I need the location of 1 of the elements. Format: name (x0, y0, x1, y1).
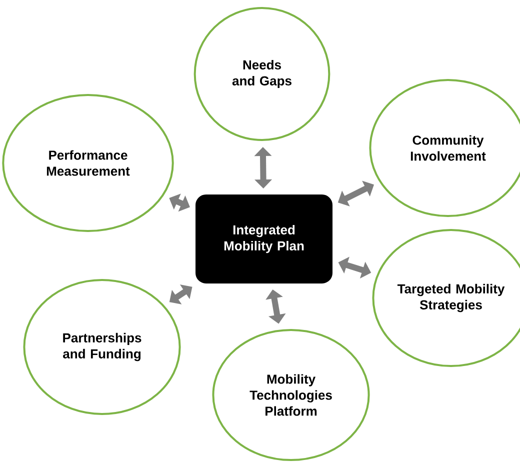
plan-box: Integrated Mobility Plan (196, 194, 332, 284)
